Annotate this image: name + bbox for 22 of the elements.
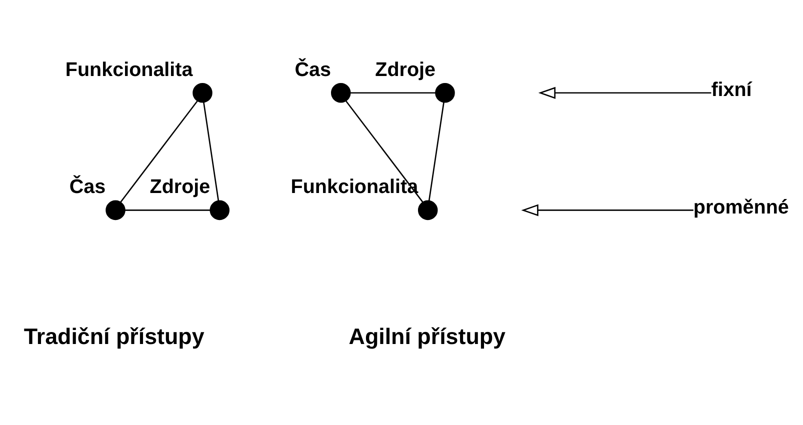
node-label: Zdroje [375,58,436,81]
node-label: Čas [294,58,331,81]
connector [350,92,436,94]
label: Tradiční přístupy [24,324,204,350]
connector [124,210,210,211]
arrow [538,86,712,99]
connector [428,102,444,201]
connector [120,100,198,203]
node-circle [210,200,230,220]
node-label: Funkcionalita [65,58,193,81]
node-text: proměnné [693,196,789,218]
node-circle [106,200,126,220]
arrow [521,204,694,216]
node-label: Zdroje [150,176,210,198]
node-circle [192,83,212,103]
node-text: fixní [711,79,752,102]
node-circle [330,83,351,103]
node-circle [418,200,438,220]
connector [203,102,220,201]
node-circle [435,83,455,103]
node-label: Čas [69,176,106,198]
label: Agilní přístupy [348,324,506,350]
